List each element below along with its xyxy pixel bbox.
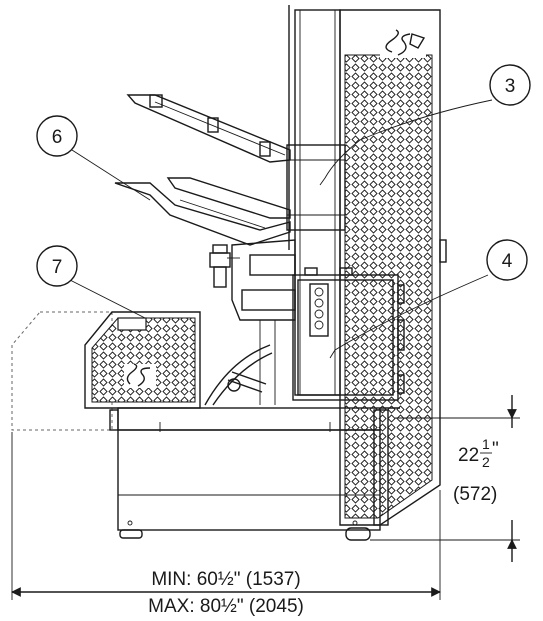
right-side-panel <box>339 9 447 526</box>
callout-6-label: 6 <box>52 127 63 148</box>
electrical-enclosure <box>292 267 405 401</box>
callout-4: 4 <box>486 239 528 281</box>
upper-shelf <box>126 94 291 163</box>
callout-3-label: 3 <box>505 76 516 97</box>
height-whole: 22 <box>458 445 479 466</box>
height-metric: (572) <box>453 484 497 505</box>
height-unit: " <box>492 439 499 460</box>
leader-lines <box>69 99 493 359</box>
width-dimension <box>11 432 441 600</box>
height-dimension <box>370 395 520 562</box>
logo-mark-icon <box>380 29 426 58</box>
height-numerator: 1 <box>482 436 490 452</box>
casters <box>119 527 371 541</box>
base-cabinet <box>109 407 400 531</box>
dashed-extension-outline <box>11 311 113 431</box>
height-denominator: 2 <box>482 454 490 470</box>
callout-6: 6 <box>36 115 78 157</box>
left-guard <box>84 311 201 409</box>
filter-regulator <box>209 244 240 288</box>
feeder-mechanism <box>231 239 296 405</box>
callout-7-label: 7 <box>52 257 63 278</box>
hoses <box>204 344 273 406</box>
height-dimension-label: 22 1 2 " (572) <box>453 436 499 505</box>
lower-shelf <box>114 177 291 246</box>
max-width-label: MAX: 80½" (2045) <box>148 596 304 617</box>
callout-4-label: 4 <box>502 251 513 272</box>
min-width-label: MIN: 60½" (1537) <box>151 569 300 590</box>
callout-7: 7 <box>36 245 78 287</box>
width-dimension-label: MIN: 60½" (1537) MAX: 80½" (2045) <box>148 569 304 617</box>
callout-3: 3 <box>489 64 531 106</box>
